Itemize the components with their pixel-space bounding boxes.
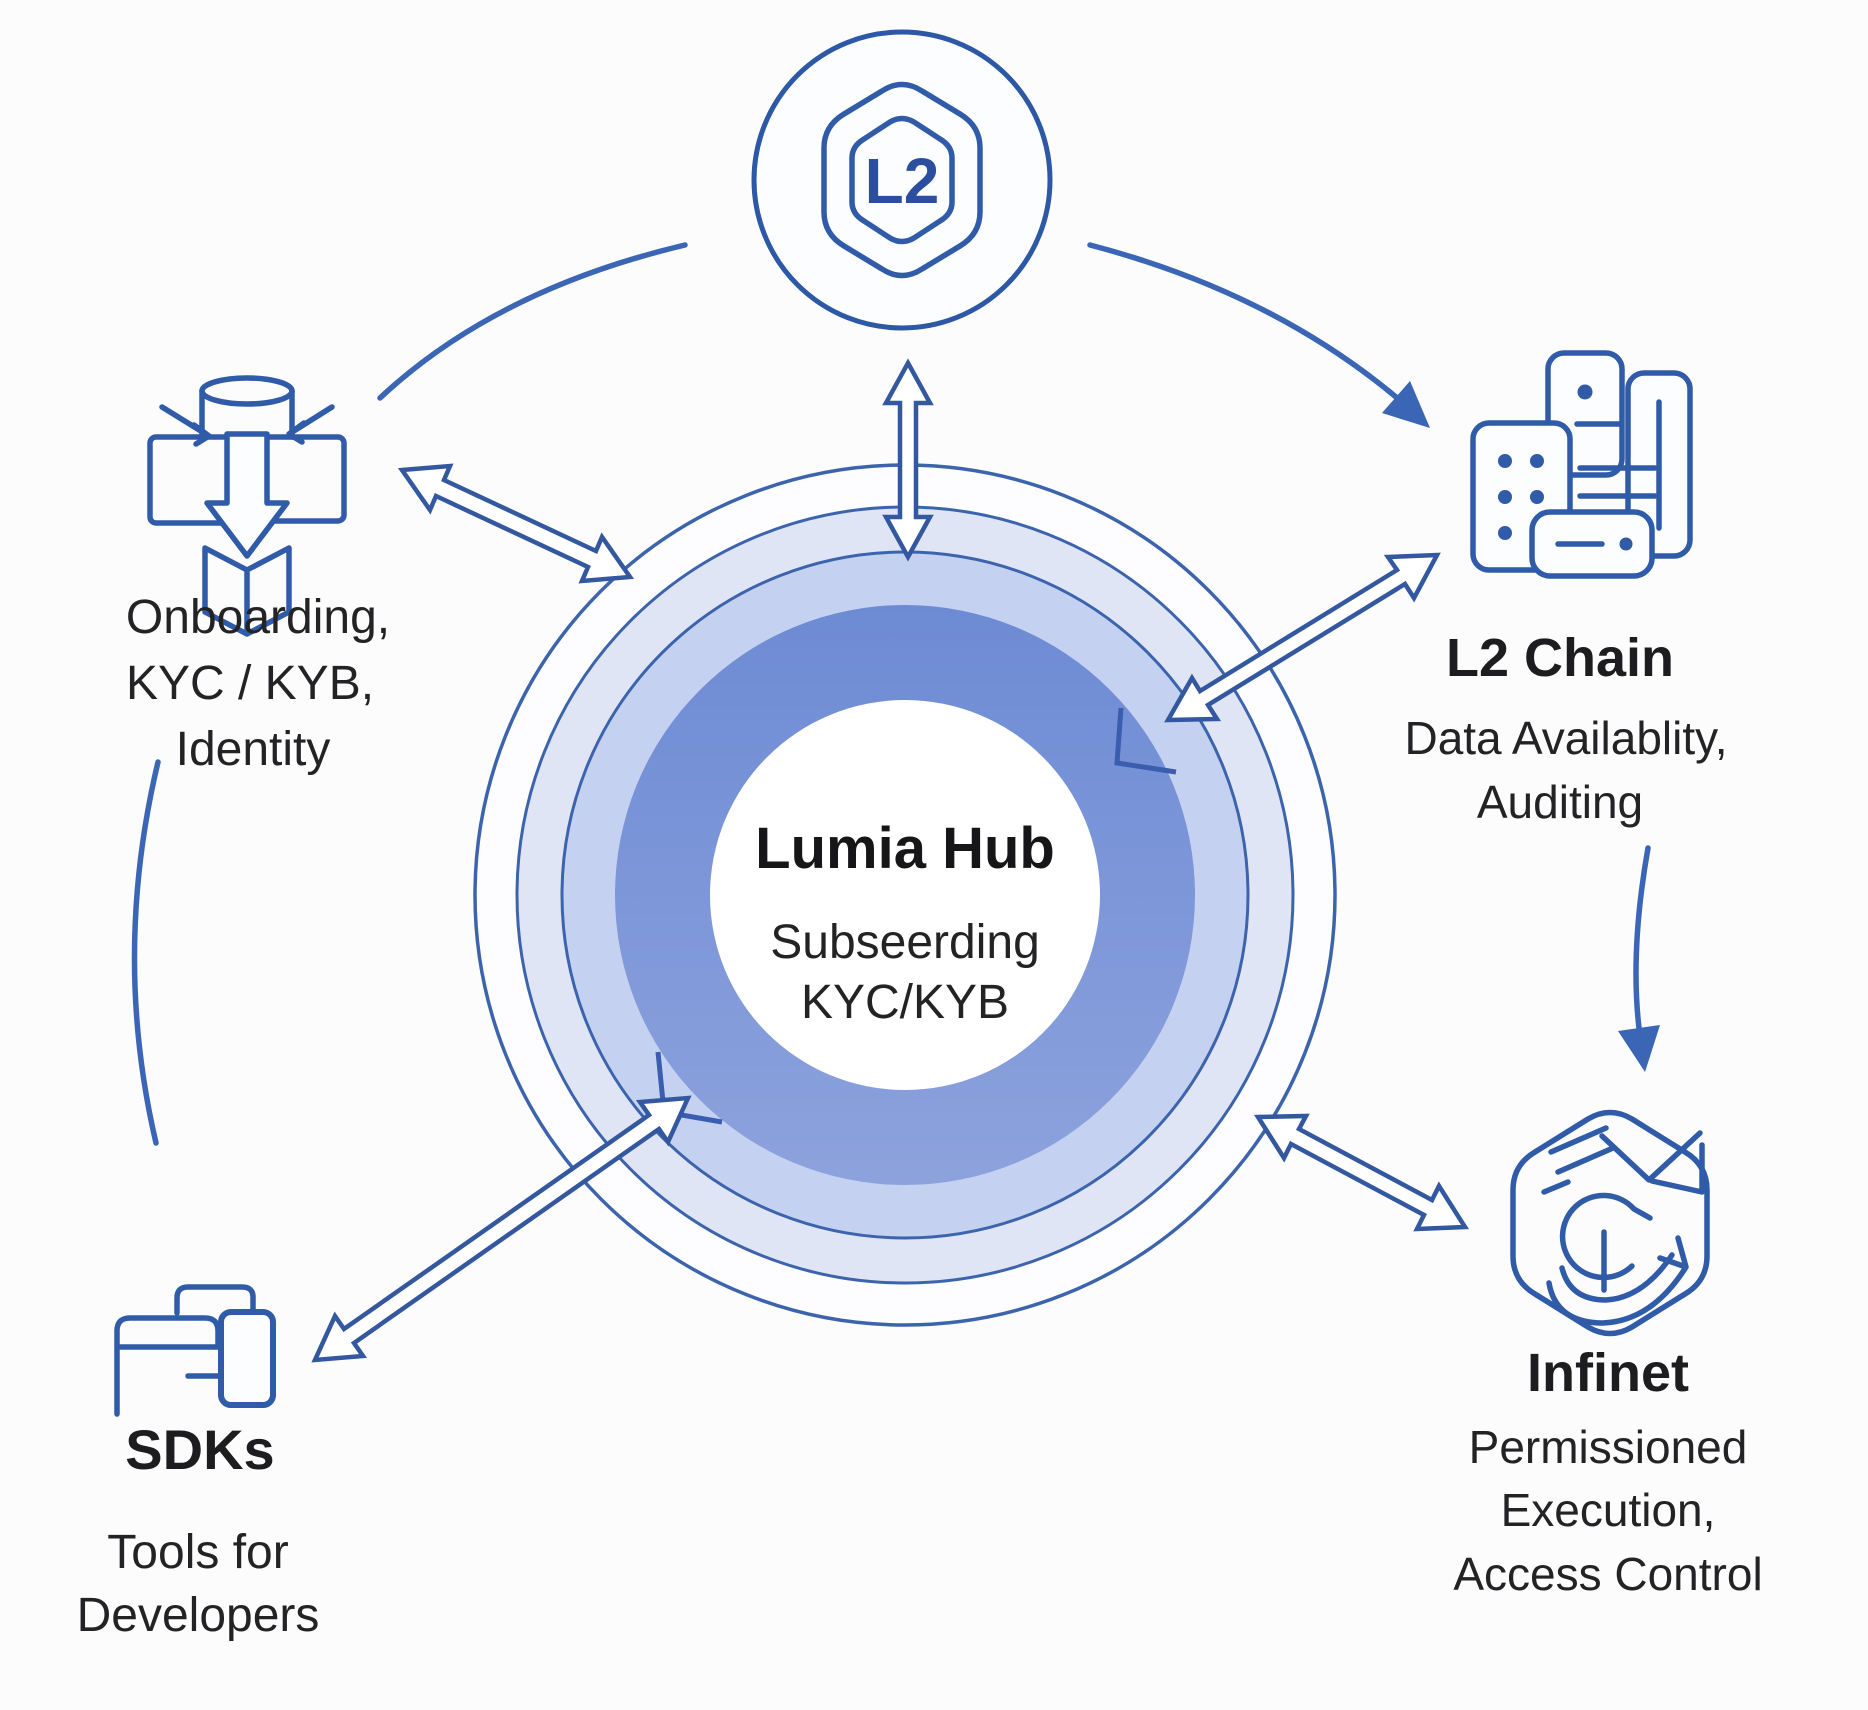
arc-l2-to-l2chain bbox=[1087, 242, 1399, 400]
onboarding-label-line3: Identity bbox=[176, 723, 331, 776]
onboarding-node: Onboarding, KYC / KYB, Identity bbox=[126, 375, 390, 776]
arrow-hub-l2-vertical bbox=[882, 358, 934, 562]
infinet-sub-line3: Access Control bbox=[1453, 1548, 1762, 1600]
server-stack-icon bbox=[1470, 350, 1693, 579]
server-left-card-dots bbox=[1498, 454, 1544, 540]
hub-title: Lumia Hub bbox=[755, 816, 1055, 881]
hexagon-document-sync-icon bbox=[1510, 1109, 1710, 1337]
arrow-hub-sdks bbox=[311, 1095, 692, 1363]
hub-corner-mark-top-right bbox=[1114, 707, 1177, 775]
onboarding-down-arrow bbox=[204, 431, 290, 559]
double-arrows bbox=[311, 358, 1469, 1363]
l2-hexagon-badge-icon bbox=[821, 81, 983, 279]
onboarding-converge-line-left bbox=[159, 404, 212, 447]
sdks-node: SDKs Tools for Developers bbox=[77, 1284, 320, 1642]
onboarding-label-line1: Onboarding, bbox=[126, 591, 390, 644]
database-funnel-icon bbox=[147, 375, 347, 637]
arrow-hub-onboarding bbox=[397, 463, 635, 584]
l2-chain-node: L2 Chain Data Availablity, Auditing bbox=[1404, 350, 1728, 828]
infinet-node: Infinet Permissioned Execution, Access C… bbox=[1453, 1109, 1763, 1600]
l2-chain-title: L2 Chain bbox=[1446, 628, 1674, 688]
infinet-title: Infinet bbox=[1527, 1343, 1689, 1403]
hub-center-circle bbox=[710, 700, 1100, 1090]
arrow-hub-infinet bbox=[1253, 1113, 1469, 1232]
onboarding-cube bbox=[202, 545, 292, 637]
hub-subtitle-line1: Subseerding bbox=[770, 916, 1040, 969]
arc-l2-to-onboarding bbox=[377, 242, 688, 401]
l2-outer-hexagon bbox=[821, 81, 983, 279]
infinet-envelope bbox=[1599, 1130, 1705, 1195]
sdks-sub-line1: Tools for bbox=[107, 1526, 288, 1579]
onboarding-label-line2: KYC / KYB, bbox=[126, 657, 374, 710]
infinet-sub-line1: Permissioned bbox=[1469, 1421, 1748, 1473]
sdks-folder-body bbox=[114, 1315, 221, 1417]
arrowhead-to-l2chain-icon bbox=[1382, 381, 1430, 428]
infinet-hexagon bbox=[1510, 1109, 1710, 1337]
infinet-text-lines bbox=[1541, 1125, 1616, 1195]
arc-onboarding-to-sdks bbox=[131, 759, 161, 1146]
l2-chain-sub-line2: Auditing bbox=[1477, 776, 1643, 828]
arc-l2chain-to-infinet bbox=[1633, 845, 1651, 1031]
sdks-phone bbox=[218, 1309, 276, 1408]
l2-badge-circle bbox=[751, 29, 1053, 331]
arrow-hub-l2chain bbox=[1164, 552, 1441, 723]
l2-badge-label: L2 bbox=[865, 145, 940, 217]
arrowhead-to-infinet-icon bbox=[1618, 1025, 1660, 1072]
infinet-swoosh-arrow bbox=[1546, 1235, 1689, 1326]
hub-node bbox=[473, 463, 1337, 1327]
l2-badge-node: L2 bbox=[751, 29, 1053, 331]
sdks-top-tab bbox=[174, 1284, 256, 1316]
server-bottom-card-dot bbox=[1619, 537, 1633, 551]
sdks-sub-line2: Developers bbox=[77, 1589, 320, 1642]
hub-subtitle-line2: KYC/KYB bbox=[801, 976, 1009, 1029]
sdks-title: SDKs bbox=[125, 1418, 274, 1481]
onboarding-converge-line-right bbox=[286, 404, 335, 445]
infinet-sub-line2: Execution, bbox=[1501, 1484, 1716, 1536]
developer-devices-icon bbox=[114, 1284, 276, 1417]
connector-arcs bbox=[131, 242, 1660, 1146]
server-top-card-dot bbox=[1577, 384, 1593, 400]
server-shelf-lines bbox=[1577, 465, 1658, 499]
l2-chain-sub-line1: Data Availablity, bbox=[1404, 712, 1727, 764]
l2-inner-hexagon bbox=[849, 115, 955, 245]
hub-center-text: Lumia Hub Subseerding KYC/KYB bbox=[755, 816, 1055, 1029]
